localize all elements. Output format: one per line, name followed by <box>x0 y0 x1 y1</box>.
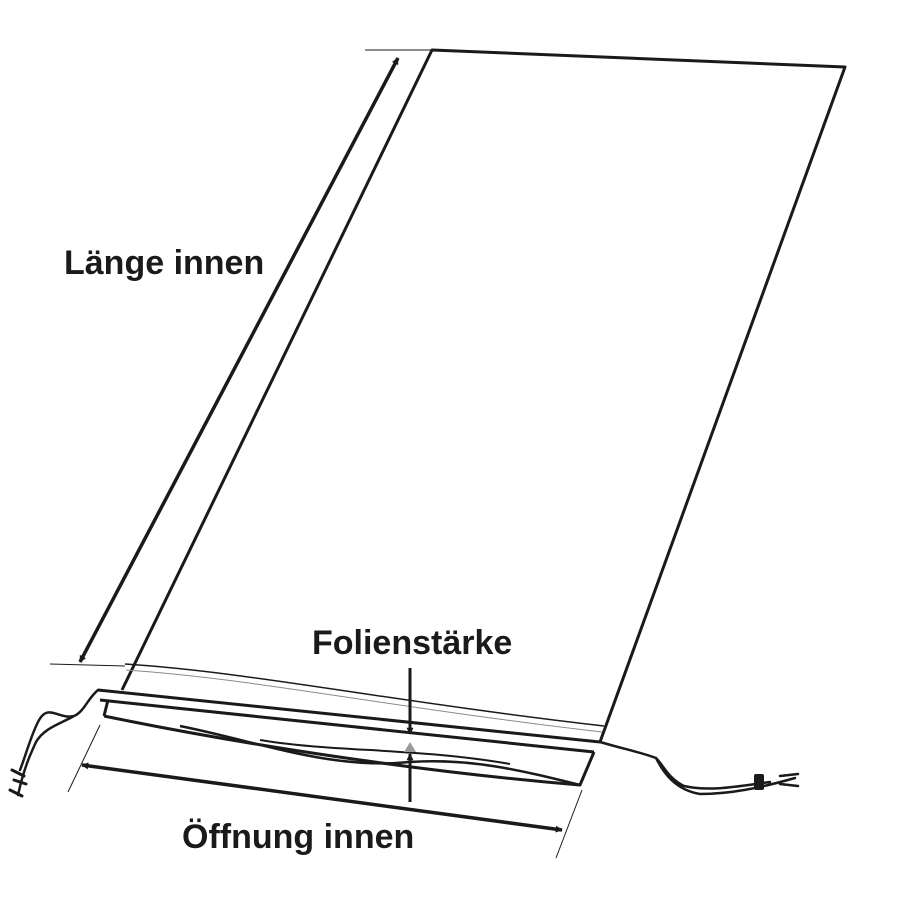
cord-stopper-icon <box>754 772 800 790</box>
cord-knot-icon <box>8 768 28 798</box>
length-extension-bottom <box>49 663 126 667</box>
opening-inner-back <box>259 739 511 765</box>
hem-seam-line-inner <box>125 669 603 733</box>
length-label: Länge innen <box>64 244 264 282</box>
hem-channel <box>97 688 601 744</box>
opening-extension-left <box>67 724 101 793</box>
opening-dimension-arrow <box>81 762 563 833</box>
thickness-gap-marker <box>404 742 416 752</box>
hem-channel-lower <box>99 698 595 754</box>
thickness-label: Folienstärke <box>312 624 512 662</box>
drawstring-left <box>16 688 100 797</box>
opening-label: Öffnung innen <box>182 818 414 856</box>
hem-seam-line <box>124 663 605 727</box>
drawstring-right <box>598 740 797 796</box>
opening-extension-right <box>555 789 583 859</box>
length-dimension-arrow <box>78 57 400 663</box>
